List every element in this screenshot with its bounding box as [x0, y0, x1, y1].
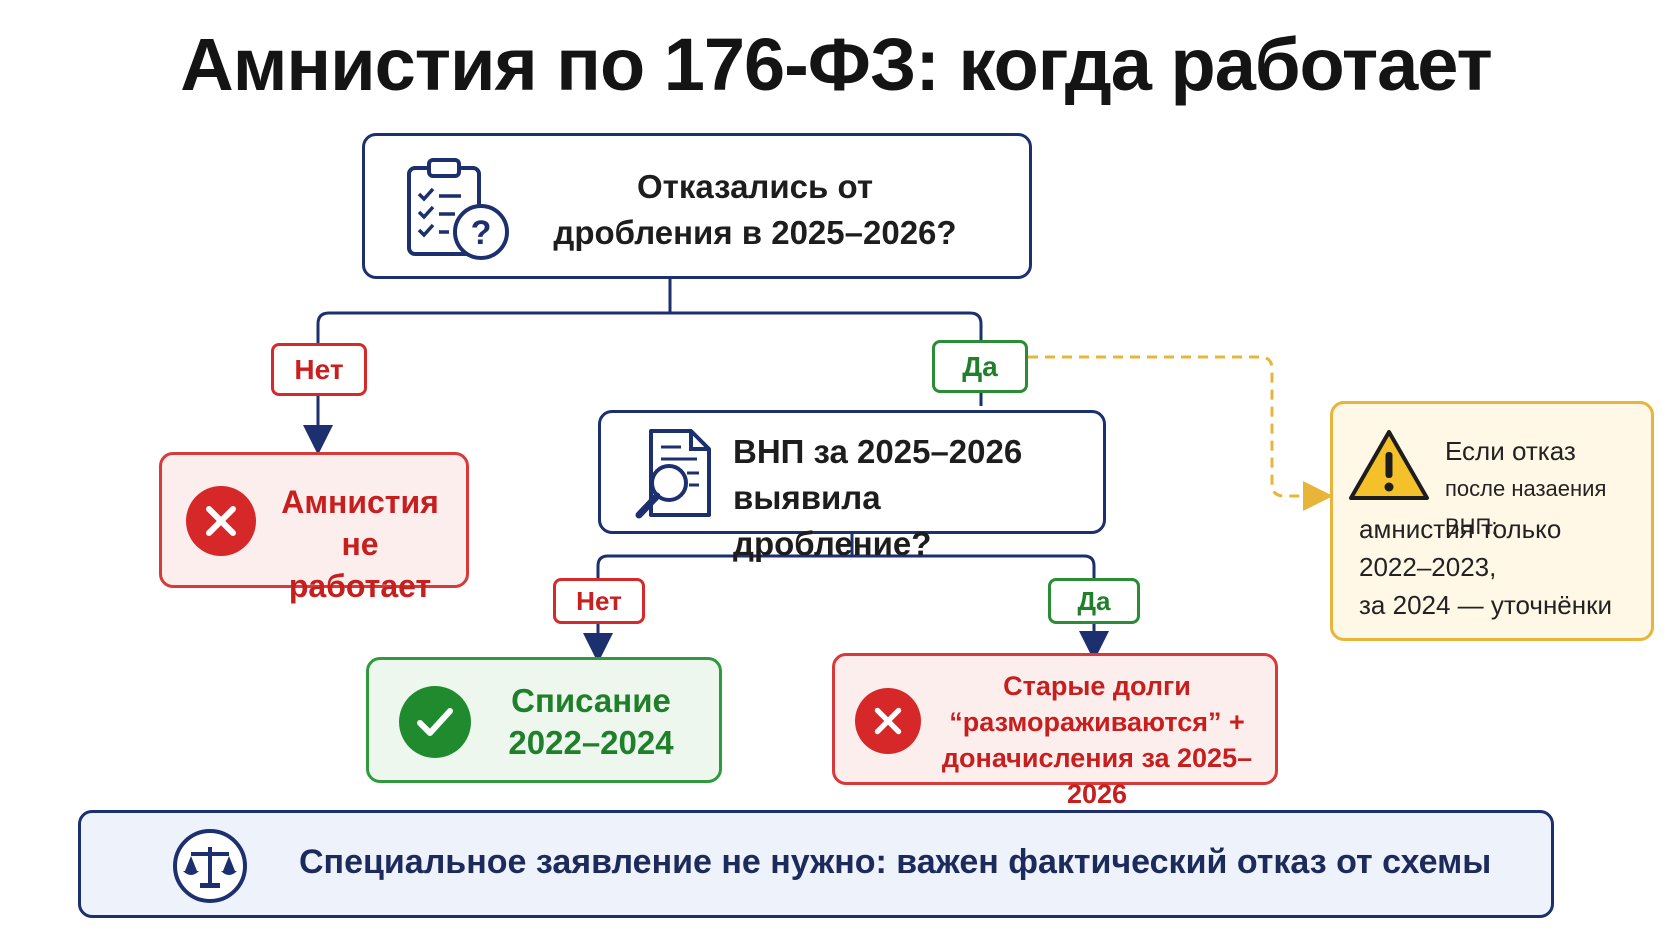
warning-text-line: после назаения ВНП: — [1445, 476, 1607, 539]
scales-icon — [173, 829, 247, 903]
question-text: Отказались от дробления в 2025–2026? — [553, 168, 957, 251]
question-tax-audit: ВНП за 2025–2026 выявила дробление? — [598, 410, 1106, 562]
branch-no-label: Нет — [553, 578, 645, 624]
warning-text-line: 2022–2023, — [1359, 552, 1497, 582]
svg-text:?: ? — [471, 214, 492, 252]
document-magnifier-icon — [635, 429, 711, 519]
branch-yes-label: Да — [932, 340, 1028, 393]
warning-text-line: амнистия только — [1359, 514, 1562, 544]
check-circle-icon — [399, 686, 471, 758]
cross-circle-icon — [186, 486, 256, 556]
question-text: ВНП за 2025–2026 выявила дробление? — [733, 433, 1023, 562]
clipboard-question-icon: ? — [407, 158, 509, 260]
result-no-amnesty: Амнистия не работает — [159, 452, 469, 604]
warning-triangle-icon — [1349, 430, 1429, 500]
page-title: Амнистия по 176-ФЗ: когда работает — [180, 23, 1492, 106]
warning-late-refusal: Если отказ после назаения ВНП: амнистия … — [1330, 401, 1654, 641]
result-writeoff: Списание 2022–2024 — [366, 657, 722, 783]
result-old-debts: Старые долги “размораживаются” + доначис… — [832, 653, 1278, 809]
result-text: Списание 2022–2024 — [508, 682, 674, 761]
result-text: Амнистия не работает — [281, 484, 439, 604]
question-refused-splitting: ? Отказались от дробления в 2025–2026? — [362, 133, 1032, 279]
branch-yes-label: Да — [1048, 578, 1140, 624]
warning-text-line: за 2024 — уточнёнки — [1359, 590, 1613, 620]
branch-no-label: Нет — [271, 343, 367, 396]
warning-text-line: Если отказ — [1445, 436, 1576, 466]
footer-note: Специальное заявление не нужно: важен фа… — [78, 810, 1554, 918]
cross-circle-icon — [855, 688, 921, 754]
result-text: Старые долги “размораживаются” + доначис… — [941, 671, 1253, 809]
footer-text: Специальное заявление не нужно: важен фа… — [299, 843, 1492, 881]
